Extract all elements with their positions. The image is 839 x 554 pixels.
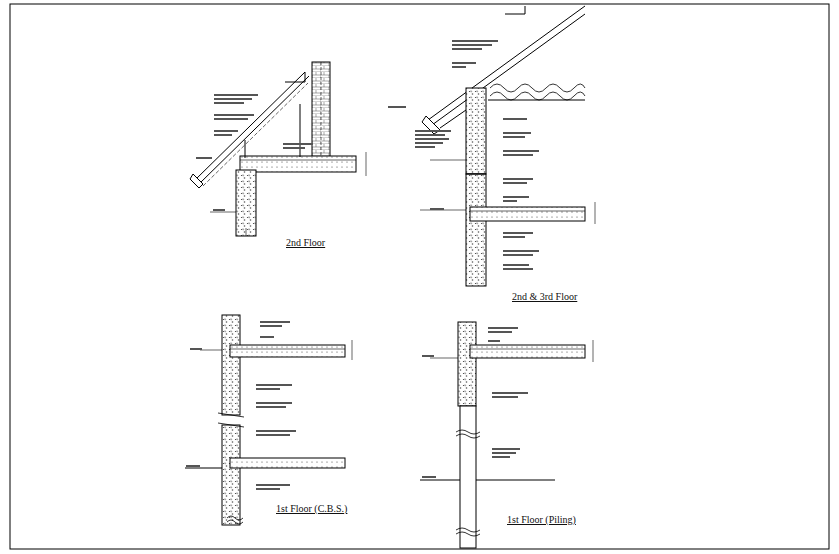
detail-title: 1st Floor (Piling) bbox=[506, 514, 577, 525]
detail-title: 2nd & 3rd Floor bbox=[511, 291, 578, 302]
detail-title: 2nd Floor bbox=[285, 237, 326, 248]
detail-title: 1st Floor (C.B.S.) bbox=[275, 503, 348, 514]
